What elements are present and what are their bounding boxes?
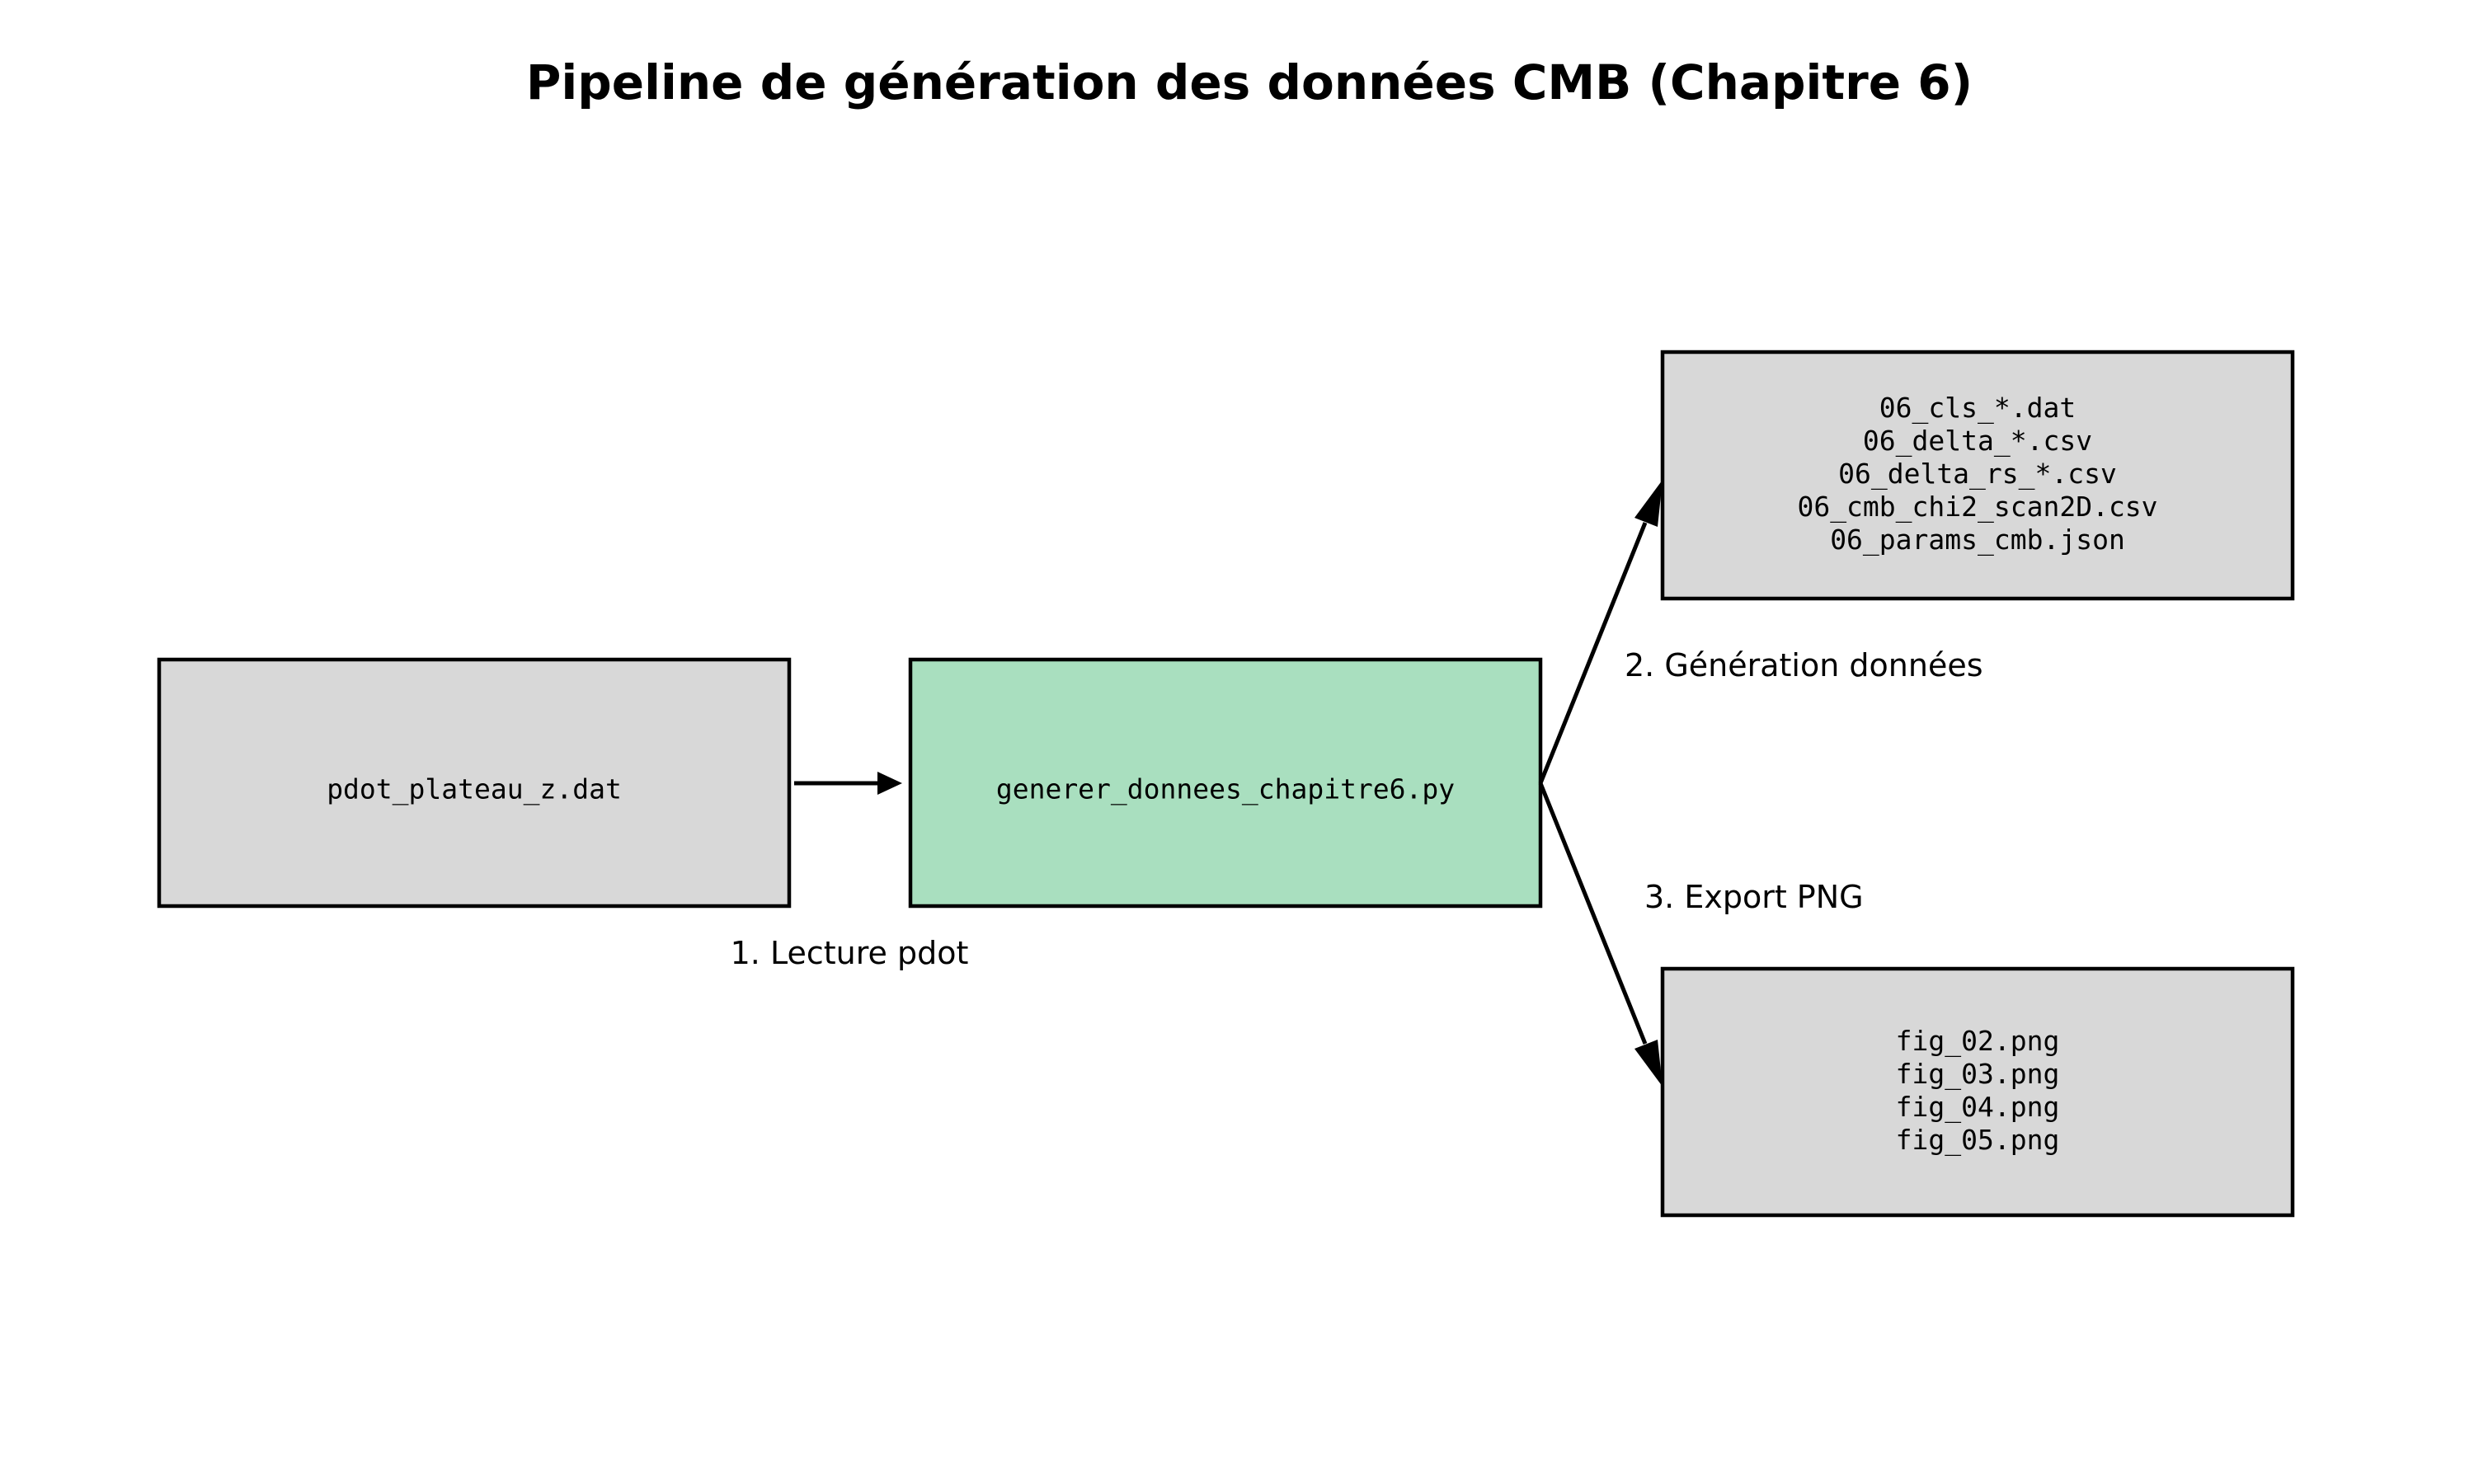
arrow-export-head xyxy=(1634,1040,1663,1087)
input-file-label: pdot_plateau_z.dat xyxy=(327,773,622,806)
arrow-generate-line xyxy=(1538,522,1648,784)
edge-label-generate: 2. Génération données xyxy=(1625,647,1983,683)
data-output-file: 06_cmb_chi2_scan2D.csv xyxy=(1797,491,2157,524)
data-output-file: 06_params_cmb.json xyxy=(1830,524,2125,556)
data-outputs-node: 06_cls_*.dat 06_delta_*.csv 06_delta_rs_… xyxy=(1660,350,2295,601)
script-box xyxy=(908,657,1543,909)
input-file-box xyxy=(157,657,792,909)
data-output-file: 06_delta_rs_*.csv xyxy=(1838,458,2117,491)
data-outputs-box xyxy=(1660,350,2295,601)
figure-output-file: fig_02.png xyxy=(1896,1025,2060,1058)
figure-outputs-box xyxy=(1660,966,2295,1218)
script-label: generer_donnees_chapitre6.py xyxy=(996,773,1455,806)
arrow-export-line xyxy=(1538,782,1648,1045)
arrow-read xyxy=(794,772,902,795)
edge-label-read: 1. Lecture pdot xyxy=(731,935,969,971)
figure-output-file: fig_05.png xyxy=(1896,1124,2060,1157)
arrow-generate xyxy=(1538,480,1663,784)
figure-output-file: fig_04.png xyxy=(1896,1091,2060,1124)
arrow-generate-head xyxy=(1634,480,1663,527)
arrow-export xyxy=(1538,782,1663,1087)
arrow-read-head xyxy=(877,772,902,795)
script-node: generer_donnees_chapitre6.py xyxy=(908,657,1543,909)
edge-label-export: 3. Export PNG xyxy=(1644,879,1864,915)
data-output-file: 06_cls_*.dat xyxy=(1879,392,2076,425)
figure-outputs-node: fig_02.png fig_03.png fig_04.png fig_05.… xyxy=(1660,966,2295,1218)
diagram-title: Pipeline de génération des données CMB (… xyxy=(526,54,1973,110)
figure-output-file: fig_03.png xyxy=(1896,1058,2060,1091)
data-output-file: 06_delta_*.csv xyxy=(1863,425,2092,458)
input-file-node: pdot_plateau_z.dat xyxy=(157,657,792,909)
